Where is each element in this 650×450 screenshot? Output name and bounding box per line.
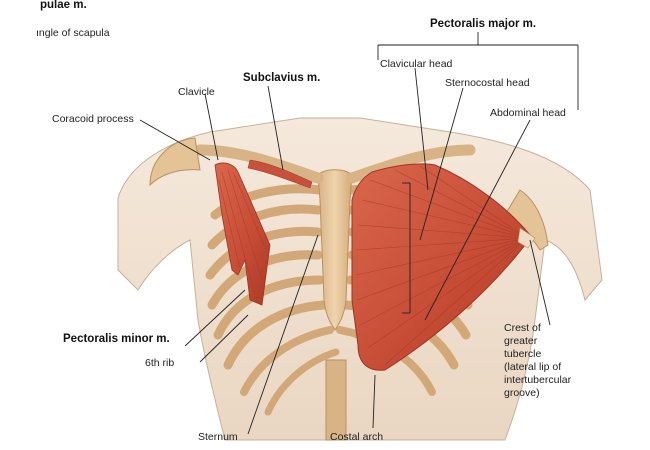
clavicle-left (194, 144, 324, 184)
pectoralis-minor-fibers (218, 169, 267, 296)
label-coracoid-process: Coracoid process (52, 113, 134, 125)
label-crest-2: greater (504, 335, 538, 347)
leader-lines (139, 32, 579, 435)
subclavius-muscle (247, 159, 313, 189)
label-crest-5: intertubercular (504, 374, 572, 386)
spine (325, 359, 347, 441)
label-angle-of-scapula: ıngle of scapula (36, 27, 110, 39)
label-6th-rib: 6th rib (145, 357, 175, 369)
shoulder-left (149, 137, 201, 187)
pectoralis-minor-muscle (214, 162, 271, 306)
label-clavicle: Clavicle (178, 86, 215, 98)
sternum-bone (317, 169, 353, 331)
label-pectoralis-major: Pectoralis major m. (430, 18, 537, 30)
label-pectoralis-minor: Pectoralis minor m. (63, 333, 170, 345)
label-subclavius: Subclavius m. (243, 72, 321, 84)
label-abdominal-head: Abdominal head (490, 107, 566, 119)
label-costal-arch: Costal arch (330, 431, 384, 443)
label-clavicular-head: Clavicular head (380, 58, 453, 70)
label-crest-4: (lateral lip of (504, 361, 562, 373)
label-scapulae-muscle: pulae m. (40, 0, 87, 11)
pectoralis-major-fibers (355, 165, 528, 366)
label-crest-3: tubercle (504, 348, 542, 360)
label-crest-1: Crest of (504, 322, 541, 334)
pectoralis-major-muscle (351, 163, 531, 371)
label-sternocostal-head: Sternocostal head (445, 77, 530, 89)
label-sternum: Sternum (198, 431, 238, 443)
clavicle-right (346, 144, 476, 184)
label-crest-6: groove) (504, 387, 540, 399)
